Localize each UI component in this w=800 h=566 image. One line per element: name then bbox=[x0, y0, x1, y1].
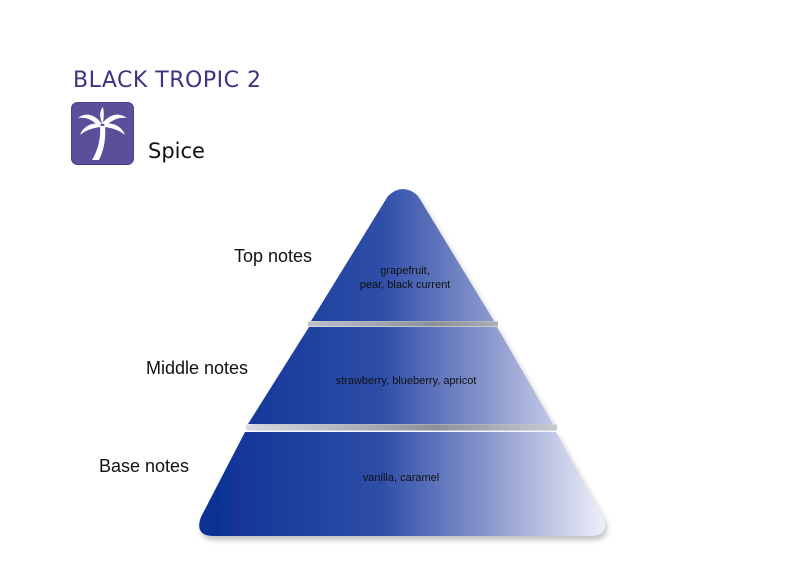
note-line: pear, black current bbox=[359, 279, 451, 291]
tier-notes-base: vanilla, caramel bbox=[326, 471, 476, 485]
tier-label-middle: Middle notes bbox=[146, 358, 249, 378]
tier-separator bbox=[308, 321, 498, 327]
pyramid-tier-middle bbox=[248, 327, 553, 424]
pyramid-tier-top bbox=[311, 189, 494, 321]
note-line: grapefruit, bbox=[380, 265, 430, 277]
product-title: BLACK TROPIC 2 bbox=[73, 68, 262, 93]
tier-separator bbox=[246, 424, 557, 431]
tier-label-base: Base notes bbox=[99, 456, 190, 476]
note-line: vanilla, caramel bbox=[362, 472, 440, 484]
fragrance-category: Spice bbox=[148, 139, 205, 163]
note-line: strawberry, blueberry, apricot bbox=[335, 375, 477, 387]
palm-tree-icon bbox=[71, 102, 134, 165]
pyramid-tier-base bbox=[199, 432, 605, 536]
tier-label-top: Top notes bbox=[234, 246, 313, 266]
tier-notes-middle: strawberry, blueberry, apricot bbox=[306, 374, 506, 388]
tier-notes-top: grapefruit, pear, black current bbox=[330, 264, 480, 292]
